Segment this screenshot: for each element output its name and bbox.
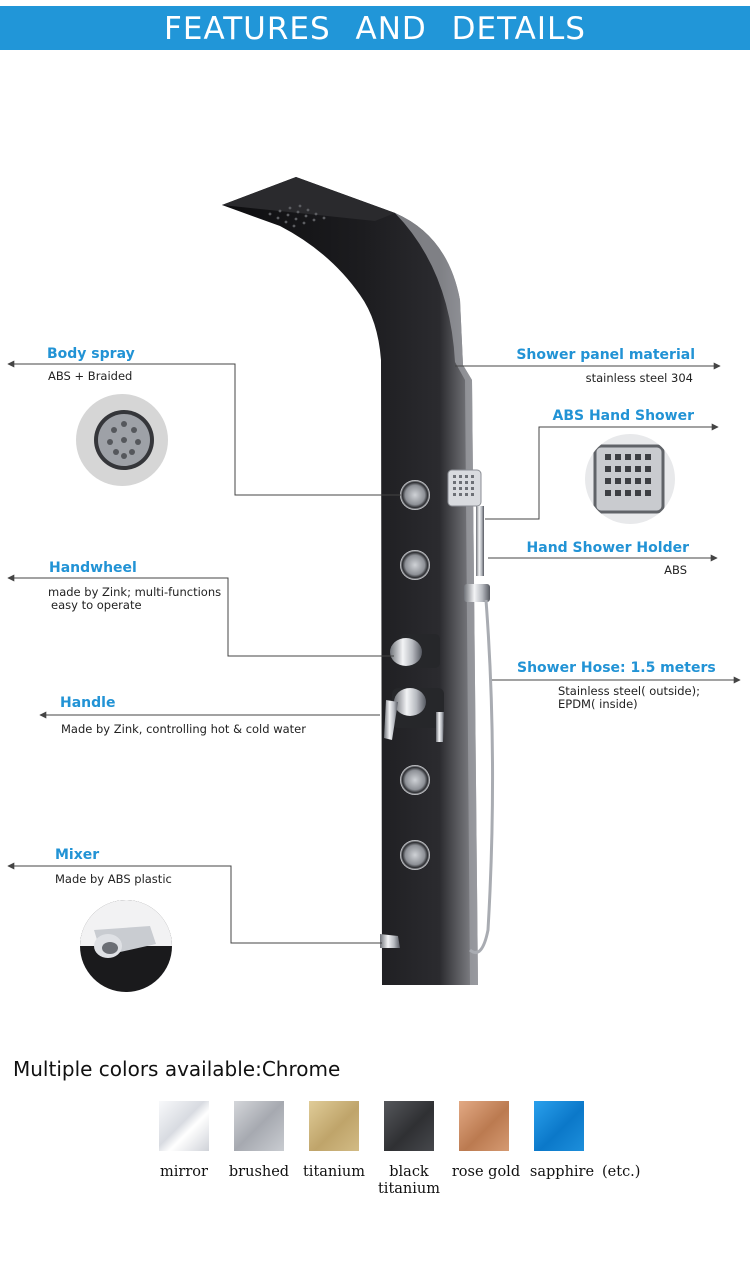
swatch-label-black: black	[389, 1164, 429, 1180]
hose-desc-line2: EPDM( inside)	[558, 697, 638, 711]
swatch-label-titanium: titanium	[302, 1164, 365, 1180]
body-spray-desc: ABS + Braided	[48, 369, 133, 383]
page-title: FEATURES AND DETAILS	[164, 11, 586, 47]
swatch-brushed	[234, 1101, 284, 1151]
swatch-rose-gold	[459, 1101, 509, 1151]
mixer-desc: Made by ABS plastic	[55, 872, 172, 886]
hose-desc-line1: Stainless steel( outside);	[558, 684, 700, 698]
mixer-detail-image	[80, 900, 172, 992]
header-banner: FEATURES AND DETAILS	[0, 6, 750, 50]
body-spray-detail-image	[76, 394, 168, 486]
swatch-sapphire	[534, 1101, 584, 1151]
swatch-black-titanium	[384, 1101, 434, 1151]
shower-panel	[222, 177, 495, 985]
handle-desc: Made by Zink, controlling hot & cold wat…	[61, 722, 306, 736]
swatch-label-black-titanium: black titanium	[369, 1164, 449, 1198]
handwheel-desc-line1: made by Zink; multi-functions	[48, 585, 222, 599]
panel-material-desc: stainless steel 304	[585, 371, 693, 385]
handwheel-desc-line2: easy to operate	[51, 598, 142, 612]
hand-shower-detail-image	[585, 434, 675, 524]
swatch-label-mirror: mirror	[160, 1164, 208, 1180]
swatch-titanium	[309, 1101, 359, 1151]
swatch-label-rose-gold: rose gold	[451, 1164, 521, 1180]
swatch-label-titanium-2: titanium	[377, 1181, 440, 1197]
handle-title: Handle	[60, 695, 116, 711]
swatch-label-sapphire: sapphire	[529, 1164, 595, 1180]
colors-heading: Multiple colors available:Chrome	[13, 1057, 341, 1081]
handwheel-title: Handwheel	[49, 560, 137, 576]
swatch-mirror	[159, 1101, 209, 1151]
holder-desc: ABS	[664, 563, 687, 577]
colors-etc-note: (etc.)	[602, 1164, 641, 1180]
body-spray-title: Body spray	[47, 346, 135, 362]
mixer-title: Mixer	[55, 847, 100, 863]
hand-shower-title: ABS Hand Shower	[552, 408, 695, 424]
swatch-label-brushed: brushed	[228, 1164, 290, 1180]
holder-title: Hand Shower Holder	[526, 540, 689, 556]
hose-title: Shower Hose: 1.5 meters	[517, 660, 716, 676]
panel-material-title: Shower panel material	[516, 347, 695, 363]
